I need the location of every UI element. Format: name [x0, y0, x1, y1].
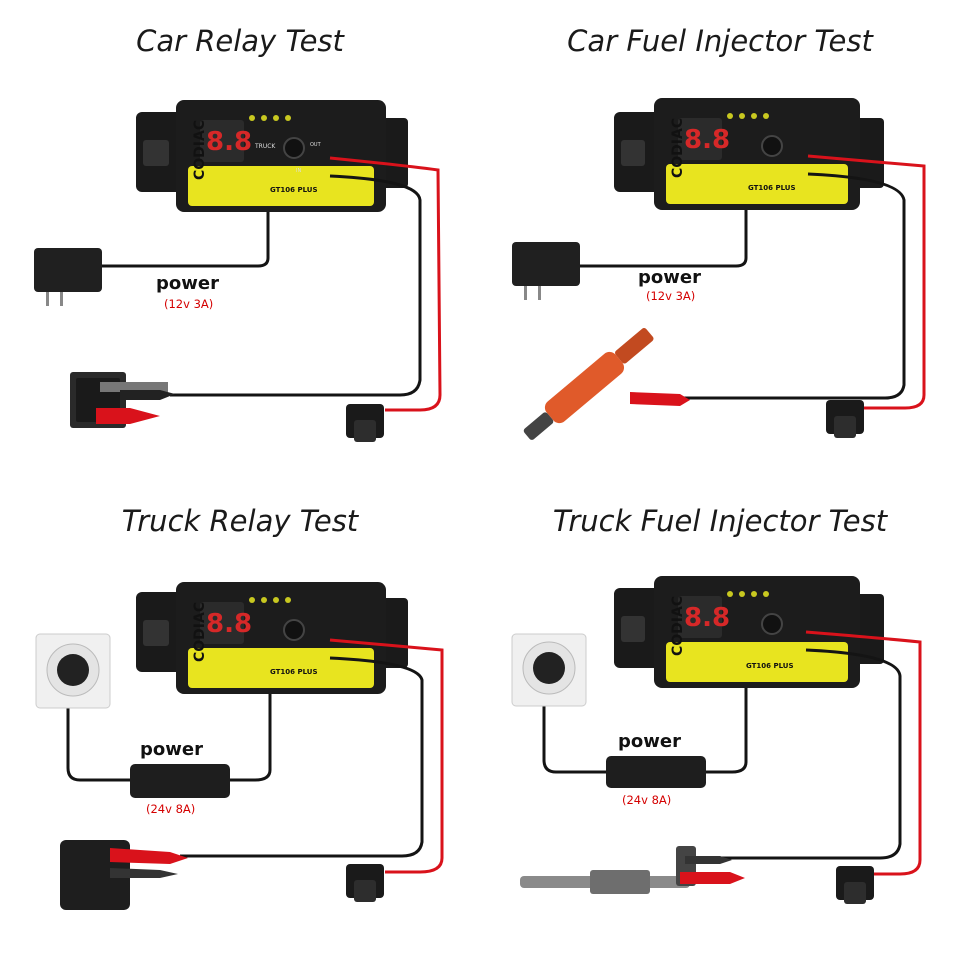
panel-title: Truck Relay Test: [121, 504, 359, 538]
svg-text:8.8: 8.8: [206, 609, 252, 639]
power-brick-24v: [130, 764, 230, 798]
svg-text:CODIAC: CODIAC: [670, 596, 686, 656]
red-wire: [329, 156, 442, 412]
obd-connector-right: [856, 594, 884, 664]
power-cable: [705, 688, 748, 774]
power-label: power: [156, 273, 219, 294]
red-wire: [805, 630, 922, 876]
wall-outlet: [35, 633, 111, 709]
power-brick-24v: [606, 756, 706, 788]
fuse-holder: [826, 400, 864, 438]
power-adapter-12v: [34, 248, 102, 306]
svg-text:GT106 PLUS: GT106 PLUS: [270, 186, 318, 194]
svg-text:IN: IN: [296, 168, 301, 174]
power-label: power: [638, 267, 701, 288]
power-cable: [100, 212, 270, 268]
svg-text:GT106 PLUS: GT106 PLUS: [746, 662, 794, 670]
svg-text:GT106 PLUS: GT106 PLUS: [748, 184, 796, 192]
fuse-holder: [836, 866, 874, 904]
relay-component: [70, 372, 175, 428]
power-adapter-12v: [512, 242, 580, 300]
power-spec: (12v 3A): [164, 297, 214, 311]
svg-text:CODIAC: CODIAC: [192, 602, 208, 662]
panel-car-fuel-injector-test: Car Fuel Injector Test 8.8 CODIAC GT106 …: [480, 0, 960, 480]
red-wire: [807, 154, 926, 410]
panel-title: Truck Fuel Injector Test: [552, 504, 888, 538]
fuse-holder: [346, 404, 384, 442]
truck-injector-diagram: 8.8 CODIAC GT106 PLUS: [511, 576, 922, 904]
car-injector-diagram: 8.8 CODIAC GT106 PLUS: [512, 98, 926, 440]
fuel-injector: [523, 328, 690, 440]
power-spec: (12v 3A): [646, 289, 696, 303]
truck-relay-diagram: 8.8 CODIAC GT106 PLUS: [35, 582, 444, 910]
black-wire: [680, 172, 906, 400]
svg-text:CODIAC: CODIAC: [192, 120, 208, 180]
panel-truck-fuel-injector-test: Truck Fuel Injector Test 8.8 CODIAC GT10…: [480, 480, 960, 960]
panel-truck-relay-test: Truck Relay Test 8.8 CODIAC GT106 PLUS: [0, 480, 480, 960]
black-wire: [690, 648, 902, 860]
tester-device: 8.8 CODIAC GT106 PLUS: [654, 98, 860, 210]
power-spec: (24v 8A): [622, 793, 672, 807]
obd-connector-right: [856, 118, 884, 188]
power-cable: [580, 210, 748, 268]
power-cable: [230, 694, 272, 782]
car-relay-diagram: 8.8 CODIAC GT106 PLUS TRUCK OUT IN: [34, 100, 442, 442]
power-label: power: [618, 731, 681, 752]
panel-title: Car Relay Test: [136, 24, 344, 58]
svg-text:8.8: 8.8: [206, 127, 252, 157]
relay-component: [60, 840, 188, 910]
wall-outlet: [511, 633, 587, 707]
red-wire: [329, 638, 444, 874]
svg-text:TRUCK: TRUCK: [254, 143, 276, 150]
power-label: power: [140, 739, 203, 760]
panel-title: Car Fuel Injector Test: [567, 24, 873, 58]
obd-connector-right: [380, 118, 408, 188]
svg-text:8.8: 8.8: [684, 603, 730, 633]
panel-car-relay-test: Car Relay Test 8.8 CODIAC GT106 PLUS TRU…: [0, 0, 480, 480]
svg-text:CODIAC: CODIAC: [670, 118, 686, 178]
black-wire: [170, 174, 422, 397]
svg-text:8.8: 8.8: [684, 125, 730, 155]
fuse-holder: [346, 864, 384, 902]
tester-device: 8.8 CODIAC GT106 PLUS TRUCK OUT IN: [176, 100, 386, 212]
black-wire: [180, 656, 424, 858]
tester-device: 8.8 CODIAC GT106 PLUS: [654, 576, 860, 688]
power-spec: (24v 8A): [146, 802, 196, 816]
obd-connector-right: [380, 598, 408, 668]
svg-text:GT106 PLUS: GT106 PLUS: [270, 668, 318, 676]
fuel-injector: [520, 846, 745, 894]
svg-text:OUT: OUT: [310, 142, 322, 148]
tester-device: 8.8 CODIAC GT106 PLUS: [176, 582, 386, 694]
